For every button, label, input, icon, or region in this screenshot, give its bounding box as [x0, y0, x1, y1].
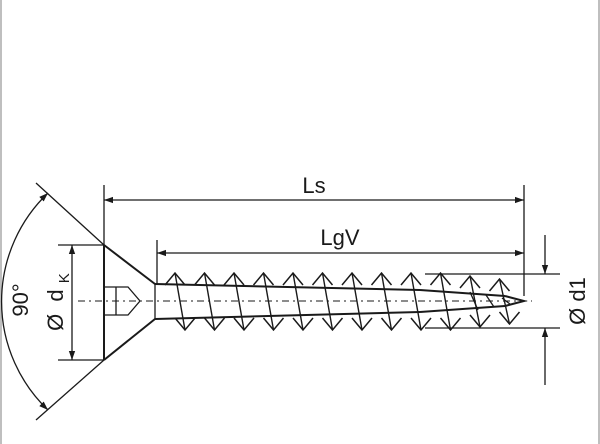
- screw-thread: [164, 271, 521, 332]
- overall-length-dimension: [103, 185, 525, 296]
- thread-crest: [410, 272, 422, 331]
- thread-length-dimension: [156, 240, 524, 284]
- head-diameter-subscript: K: [56, 273, 73, 283]
- thread-crest: [174, 272, 186, 331]
- thread-crest: [498, 278, 511, 325]
- overall-length-label: Ls: [302, 173, 325, 198]
- thread-crest: [262, 272, 275, 331]
- thread-crest: [501, 297, 511, 305]
- shank-diameter-dimension: [425, 235, 560, 385]
- thread-crest: [469, 291, 479, 311]
- thread-crest: [469, 275, 481, 328]
- screw-shank: [154, 283, 528, 320]
- thread-crest: [321, 272, 334, 331]
- thread-crest: [485, 294, 495, 308]
- head-diameter-dimension: [58, 244, 104, 361]
- head-diameter-symbol: Ø: [43, 314, 68, 331]
- thread-crest: [233, 272, 245, 331]
- head-diameter-label: Ø d K: [43, 273, 73, 331]
- thread-crest: [439, 272, 452, 331]
- screw-head: [103, 244, 156, 361]
- shank-diameter-label: Ø d1: [565, 277, 590, 325]
- head-angle-label: 90°: [8, 283, 33, 316]
- thread-crest: [351, 272, 363, 331]
- thread-crest: [292, 272, 304, 331]
- thread-length-label: LgV: [320, 225, 359, 250]
- thread-crest: [203, 272, 216, 331]
- head-diameter-var: d: [43, 289, 68, 301]
- head-angle-dimension: [0, 182, 105, 421]
- thread-crest: [380, 272, 393, 331]
